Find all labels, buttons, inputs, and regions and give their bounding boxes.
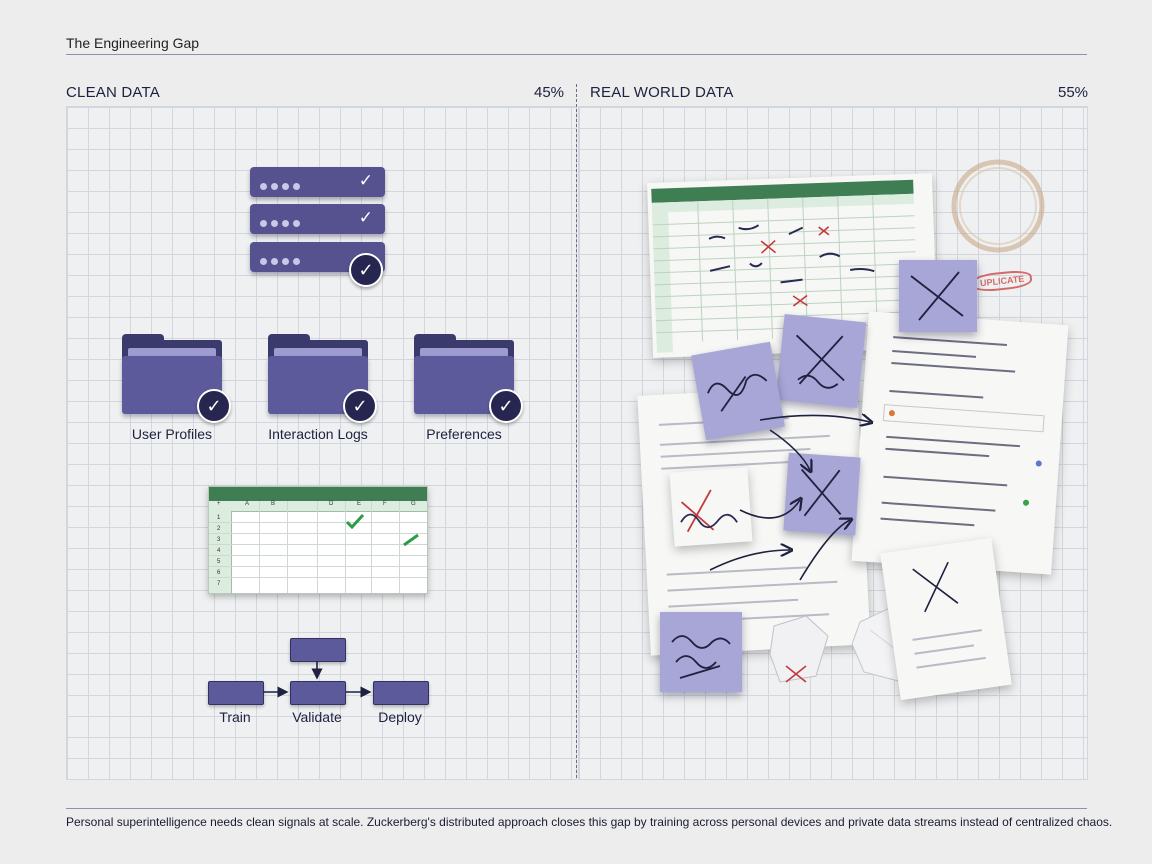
checkmark-icon (403, 533, 419, 547)
checkmark-icon (345, 513, 365, 529)
folder-icon (122, 334, 222, 414)
footer-rule (66, 808, 1087, 809)
pipeline-source-node (290, 638, 346, 662)
note-card (669, 467, 753, 547)
sticky-note-icon (783, 452, 861, 536)
pipeline-label-deploy: Deploy (378, 709, 422, 725)
footer-caption: Personal superintelligence needs clean s… (66, 815, 1113, 829)
server-icon: ✓ (250, 204, 385, 234)
clean-data-label: CLEAN DATA (66, 84, 160, 101)
scribbled-document (637, 384, 871, 656)
folder-label: User Profiles (131, 426, 213, 442)
pipeline-node (373, 681, 429, 705)
pipeline-node (290, 681, 346, 705)
checkmark-badge-icon: ✓ (349, 253, 383, 287)
pipeline-label-train: Train (219, 709, 251, 725)
crumpled-receipt (880, 537, 1012, 701)
flow-arrow-icon (709, 380, 900, 581)
messy-spreadsheet (647, 173, 938, 358)
real-world-data-percent: 55% (1058, 84, 1089, 101)
server-icon: ✓ (250, 167, 385, 197)
panel-divider (576, 84, 577, 778)
real-world-data-label: REAL WORLD DATA (590, 84, 734, 101)
pipeline-node (208, 681, 264, 705)
sticky-note-icon (660, 612, 742, 692)
clean-data-percent: 45% (534, 84, 565, 101)
folder-label: Preferences (426, 426, 502, 442)
pipeline-label-validate: Validate (292, 709, 342, 725)
title-rule (66, 54, 1087, 55)
crumpled-paper-icon (769, 615, 829, 683)
coffee-stain-icon (951, 159, 1045, 253)
clean-spreadsheet: + A B D E F G 1 2 3 4 5 6 7 (208, 486, 428, 594)
folder-icon (414, 334, 514, 414)
checkmark-badge-icon: ✓ (343, 389, 377, 423)
flow-arrow-icon (263, 661, 372, 698)
checkmark-badge-icon: ✓ (489, 389, 523, 423)
sticky-note-icon (899, 260, 977, 332)
sticky-note-icon (775, 313, 867, 409)
sticky-note-icon (691, 341, 785, 441)
checkmark-icon: ✓ (358, 208, 373, 227)
page-title: The Engineering Gap (66, 35, 200, 51)
messy-form (851, 311, 1069, 575)
folder-label: Interaction Logs (268, 426, 368, 442)
checkmark-icon: ✓ (358, 171, 373, 190)
checkmark-badge-icon: ✓ (197, 389, 231, 423)
